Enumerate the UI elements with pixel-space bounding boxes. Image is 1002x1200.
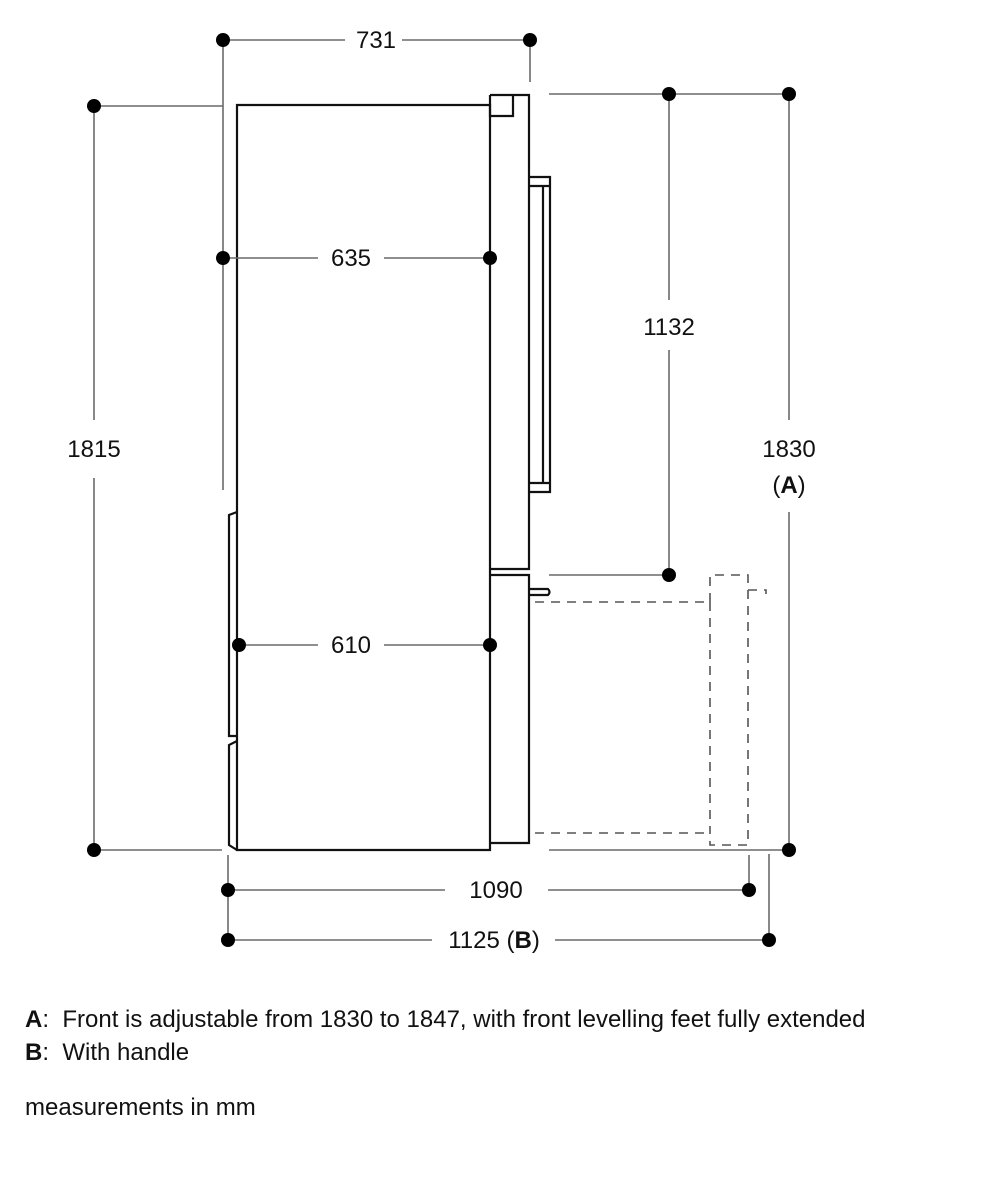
drawer-extended-outline (535, 574, 767, 846)
dim-1830 (549, 87, 796, 857)
dim-1125-label: 1125 (B) (448, 927, 540, 954)
dim-1132-label: 1132 (643, 314, 695, 341)
dim-1815-label: 1815 (67, 436, 120, 463)
dim-635 (216, 251, 497, 265)
dim-1125 (221, 854, 776, 947)
upper-door (488, 93, 552, 571)
dim-1830-label: 1830 (762, 436, 815, 463)
dim-1830-note: (A) (772, 472, 805, 499)
dim-1132 (549, 87, 790, 582)
footnotes: A: Front is adjustable from 1830 to 1847… (25, 1003, 866, 1069)
dim-610-label: 610 (331, 632, 371, 659)
dim-1090 (221, 855, 756, 940)
dim-635-label: 635 (331, 245, 371, 272)
cabinet-body (227, 103, 492, 852)
lower-drawer (490, 573, 551, 845)
dimension-drawing: 731 635 610 1815 1132 (67, 27, 815, 954)
dim-731-label: 731 (356, 27, 396, 54)
dim-610 (232, 638, 497, 652)
dim-1090-label: 1090 (469, 877, 522, 904)
units-label: measurements in mm (25, 1094, 256, 1121)
dim-1815 (87, 99, 223, 857)
footnote-a: A: Front is adjustable from 1830 to 1847… (25, 1006, 866, 1033)
footnote-b: B: With handle (25, 1039, 190, 1066)
